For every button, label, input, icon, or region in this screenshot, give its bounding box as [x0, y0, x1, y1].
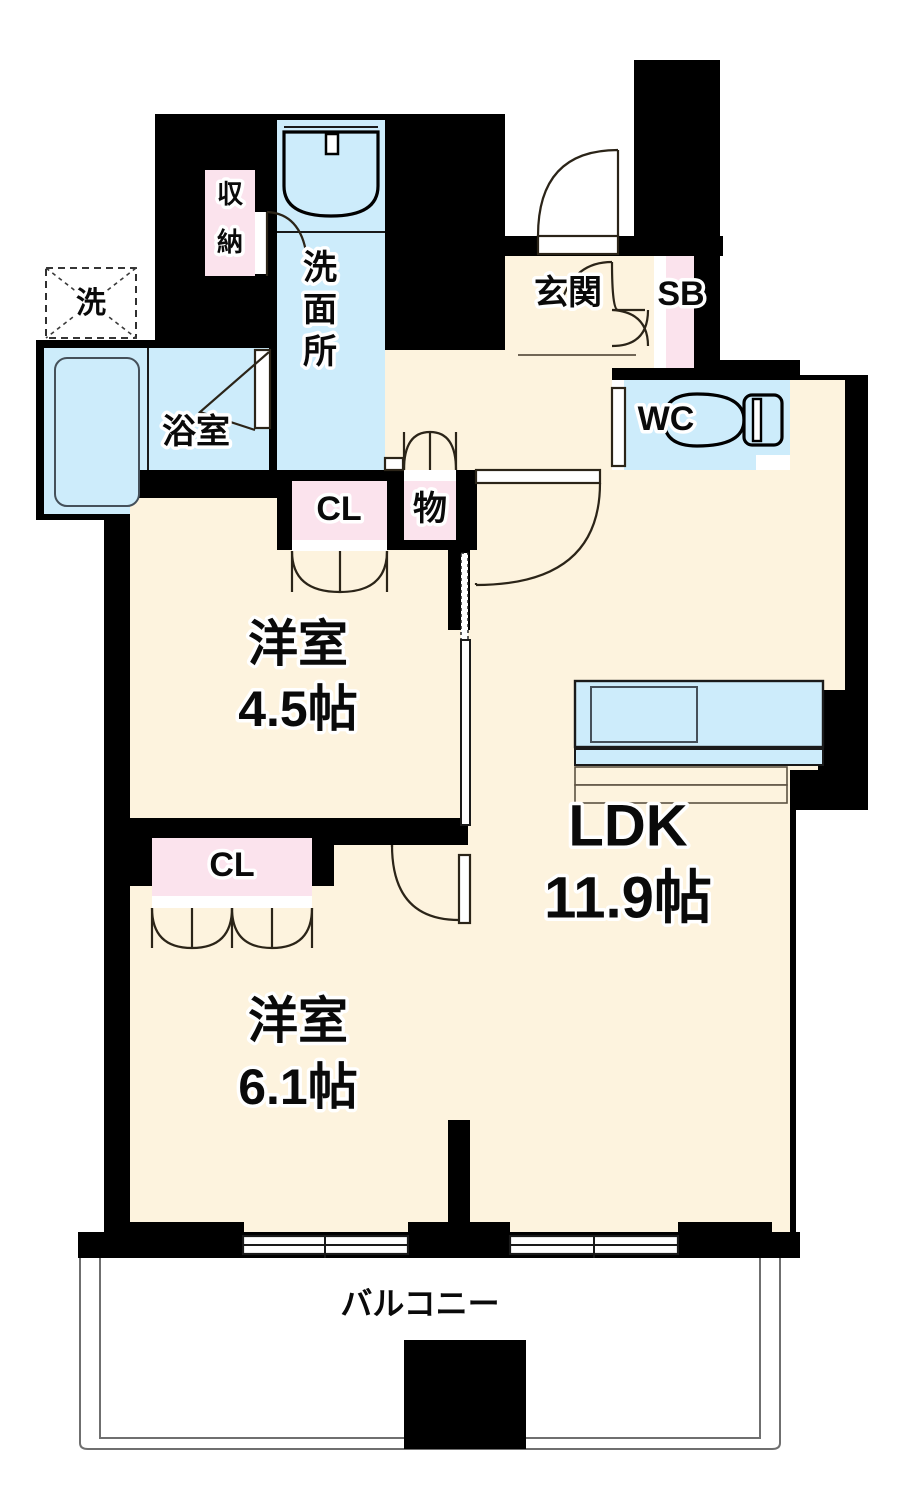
kitchen-sink: [573, 679, 825, 804]
wall-jogs: [130, 1222, 772, 1234]
bed1-ldk-slider[interactable]: [460, 552, 471, 826]
bedroom-2-name: 洋室: [248, 993, 348, 1049]
shoe-box-label: SB: [657, 275, 704, 313]
washroom-door[interactable]: [383, 456, 405, 472]
misc-closet[interactable]: [402, 430, 458, 540]
washroom-label-2: 面: [303, 291, 337, 329]
washer-label: 洗: [76, 287, 106, 320]
storage-upper[interactable]: [205, 170, 310, 277]
balcony-area: [78, 1248, 800, 1450]
balcony-partition: [404, 1340, 526, 1449]
balcony-window-2[interactable]: [508, 1234, 680, 1258]
ldk-area: 11.9帖: [544, 865, 712, 930]
storage-label-1: 収: [217, 179, 244, 209]
toilet-bowl: [662, 392, 784, 448]
room-entrance: [518, 256, 694, 368]
bedroom-1-name: 洋室: [248, 616, 348, 672]
room-labels: 収 納 洗 洗 面 所 浴室 玄関 SB WC CL 物 CL 洋室 4.5帖 …: [73, 175, 716, 1324]
bathtub: [54, 357, 140, 507]
room-bedroom-2: [130, 845, 468, 1232]
entrance-door[interactable]: [536, 148, 620, 256]
washer-space: [45, 267, 137, 339]
balcony-label: バルコニー: [340, 1285, 499, 1321]
balcony-window-1[interactable]: [241, 1234, 410, 1258]
room-ldk: [468, 380, 845, 1232]
bath-label: 浴室: [162, 412, 230, 451]
vanity-sink: [282, 126, 380, 218]
bedroom-2-area: 6.1帖: [238, 1059, 358, 1115]
closet-bed2-label: CL: [209, 846, 254, 884]
storage-label-2: 納: [217, 227, 243, 257]
bedroom-1-area: 4.5帖: [238, 681, 358, 737]
washroom-label-1: 洗: [303, 249, 337, 287]
bed2-ldk-door[interactable]: [390, 844, 472, 925]
closet-bed1[interactable]: [290, 481, 389, 594]
entrance-inner-door[interactable]: [560, 260, 650, 348]
bath-door[interactable]: [197, 348, 272, 432]
ldk-name: LDK: [568, 793, 687, 858]
misc-closet-label: 物: [413, 490, 447, 528]
entrance-label: 玄関: [534, 274, 602, 312]
closet-bed1-label: CL: [316, 490, 361, 528]
ldk-hall-door[interactable]: [474, 468, 602, 587]
shoe-box-area: [666, 256, 694, 368]
toilet-label: WC: [638, 400, 695, 438]
wc-door[interactable]: [610, 386, 627, 468]
washroom-label-3: 所: [303, 333, 337, 371]
closet-bed2[interactable]: [150, 838, 314, 950]
